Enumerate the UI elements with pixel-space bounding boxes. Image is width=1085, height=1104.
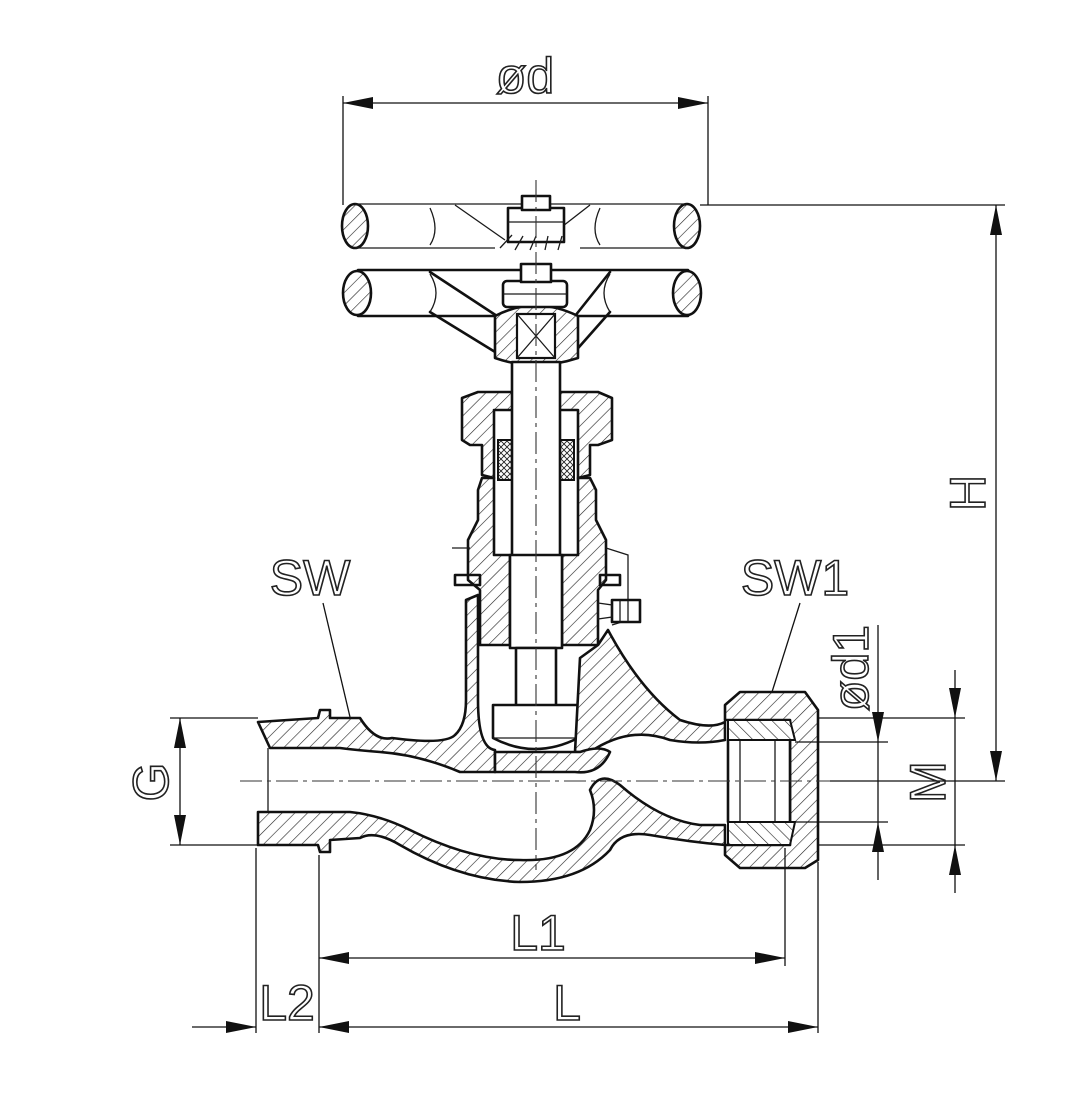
label-L1: L1 <box>510 905 566 961</box>
label-L: L <box>553 975 581 1031</box>
label-d1: ød1 <box>823 625 879 711</box>
label-H: H <box>940 475 996 511</box>
label-G: G <box>123 763 179 802</box>
label-M: M <box>900 761 956 803</box>
center-lines <box>240 180 840 870</box>
dimension-lines <box>170 96 1005 1033</box>
valve-body <box>256 593 820 884</box>
label-d: ød <box>496 48 554 104</box>
handwheel-upper <box>340 194 702 251</box>
label-SW: SW <box>270 550 351 606</box>
dimension-labels: ød H G M ød1 SW SW1 L1 L2 L <box>122 47 997 1032</box>
label-SW1: SW1 <box>741 550 849 606</box>
label-L2: L2 <box>259 975 315 1031</box>
handwheel <box>341 262 703 367</box>
